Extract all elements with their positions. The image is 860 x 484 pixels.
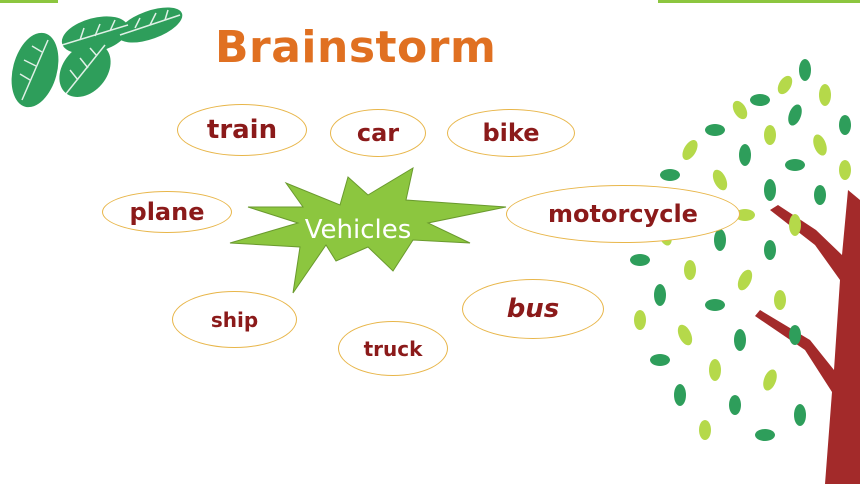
word-label: bike [482,119,540,147]
top-accent-bar-left [0,0,58,3]
word-label: bus [506,294,560,324]
tree-decoration-icon [630,59,860,484]
word-label: train [206,115,278,145]
starburst-shape-icon [229,166,507,294]
word-bubble-bus: bus [462,279,604,339]
word-bubble-car: car [330,109,426,157]
word-label: car [356,119,400,147]
word-label: plane [129,198,205,226]
word-bubble-bike: bike [447,109,575,157]
word-bubble-motorcycle: motorcycle [506,185,740,243]
word-label: truck [363,336,423,361]
word-label: motorcycle [548,200,698,228]
leaves-decoration-icon [11,7,183,108]
word-bubble-plane: plane [102,191,232,233]
word-bubble-train: train [177,104,307,156]
center-label: Vehicles [304,215,412,245]
page-title: Brainstorm [215,22,497,73]
word-label: ship [210,307,259,332]
word-bubble-ship: ship [172,291,297,348]
word-bubble-truck: truck [338,321,448,376]
top-accent-bar-right [658,0,860,3]
